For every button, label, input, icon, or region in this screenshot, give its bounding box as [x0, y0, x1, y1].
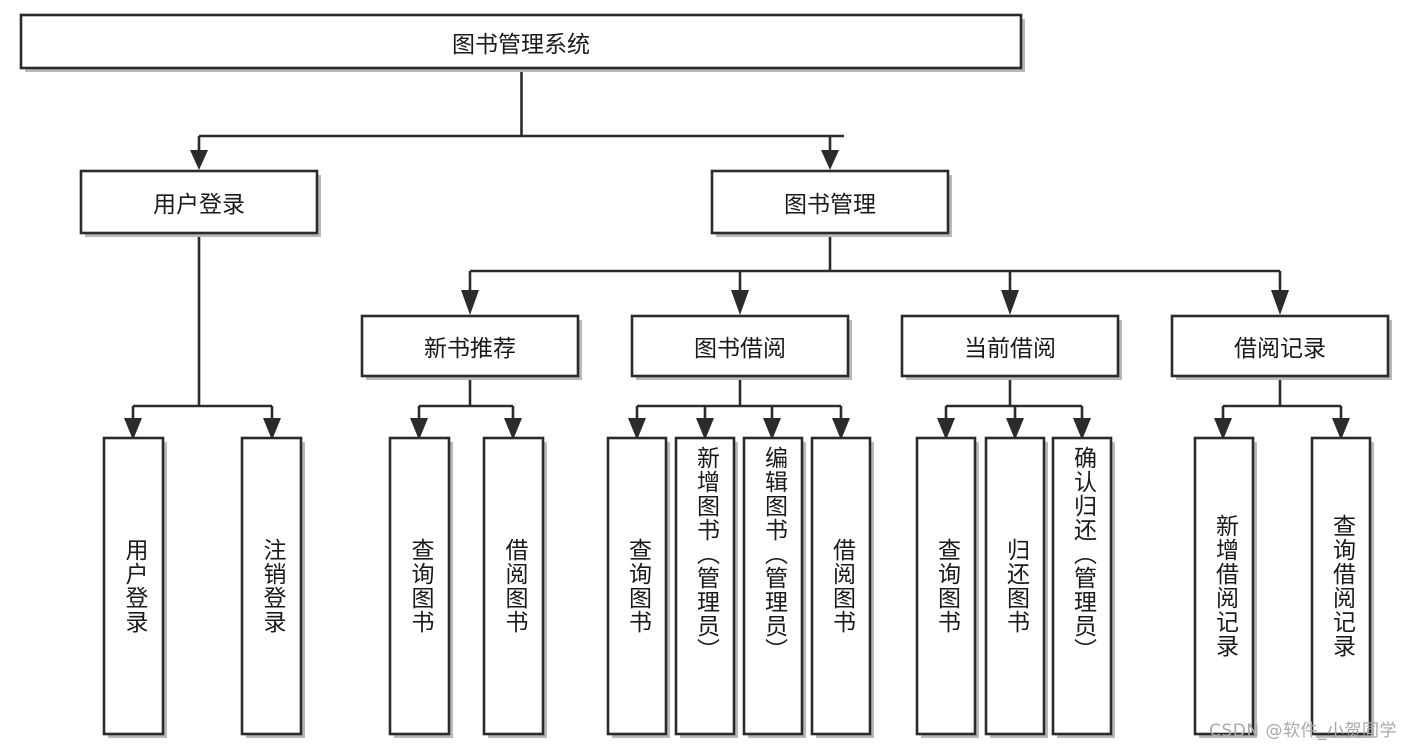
node-leaf-query-record-box[interactable]	[1310, 436, 1372, 736]
arrow-to-leaf-query-book-cur	[937, 418, 955, 440]
node-leaf-user-login-box[interactable]	[102, 436, 165, 736]
node-user-login-box[interactable]	[79, 169, 319, 235]
arrow-to-leaf-add-record	[1214, 418, 1232, 440]
arrow-to-leaf-query-book-borrow	[628, 418, 646, 440]
node-leaf-borrow-book-box[interactable]	[810, 436, 872, 736]
node-leaf-add-book-box[interactable]	[674, 436, 736, 736]
node-leaf-return-book-box[interactable]	[984, 436, 1046, 736]
node-leaf-add-record-box[interactable]	[1193, 436, 1255, 736]
arrow-to-leaf-query-book-rec	[410, 418, 428, 440]
arrow-to-leaf-user-login	[124, 418, 142, 440]
arrow-root-to-user-login	[190, 150, 208, 170]
node-leaf-borrow-book-rec-box[interactable]	[482, 436, 545, 736]
node-root-box[interactable]	[19, 13, 1023, 70]
node-leaf-confirm-return-box[interactable]	[1051, 436, 1113, 736]
node-leaf-query-book-borrow-box[interactable]	[606, 436, 668, 736]
arrow-to-leaf-borrow-book	[832, 418, 850, 440]
arrow-to-leaf-query-record	[1332, 418, 1350, 440]
arrow-root-to-book-manage	[821, 150, 839, 170]
node-current-borrow-box[interactable]	[900, 314, 1120, 378]
node-leaf-query-book-rec-box[interactable]	[388, 436, 451, 736]
arrow-to-borrow-record	[1271, 290, 1289, 315]
arrow-to-leaf-return-book	[1006, 418, 1024, 440]
arrow-to-leaf-edit-book	[763, 418, 781, 440]
node-borrow-record-box[interactable]	[1170, 314, 1390, 378]
arrow-to-leaf-user-logout	[263, 418, 281, 440]
node-leaf-edit-book-box[interactable]	[742, 436, 804, 736]
arrow-to-leaf-confirm-return	[1073, 418, 1091, 440]
node-book-manage-box[interactable]	[710, 169, 950, 235]
node-leaf-user-logout-box[interactable]	[240, 436, 303, 736]
arrow-to-book-borrow	[731, 290, 749, 315]
arrow-to-leaf-add-book	[696, 418, 714, 440]
arrow-to-new-book-recommend	[461, 290, 479, 315]
node-book-borrow-box[interactable]	[630, 314, 850, 378]
node-layer	[19, 13, 1390, 736]
arrow-to-leaf-borrow-book-rec	[504, 418, 522, 440]
arrow-to-current-borrow	[1001, 290, 1019, 315]
edge-layer	[124, 70, 1350, 440]
node-leaf-query-book-cur-box[interactable]	[915, 436, 977, 736]
node-new-book-recommend-box[interactable]	[360, 314, 580, 378]
